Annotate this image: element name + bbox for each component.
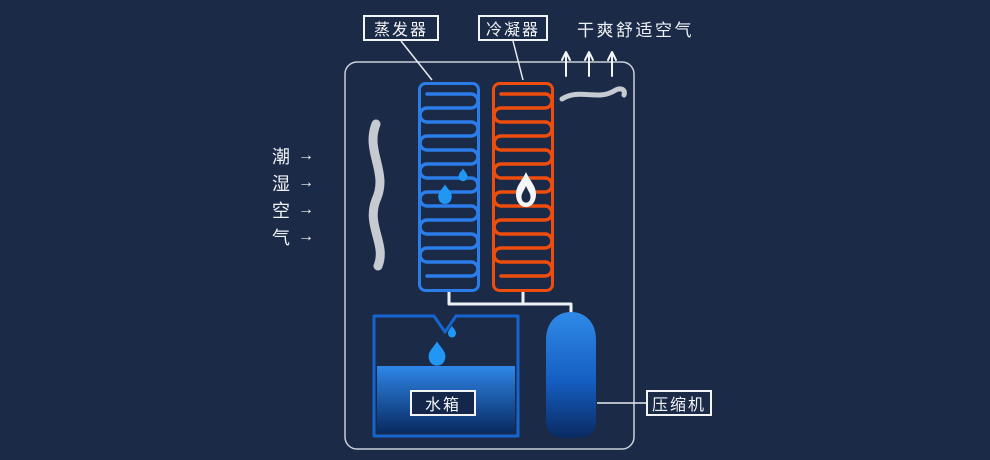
humid-air-char: 空 [272, 200, 290, 221]
humid-air-char: 气 [272, 227, 290, 248]
evaporator-coil-frame [418, 82, 480, 292]
exhaust-arrow-icon [584, 51, 594, 77]
evaporator-leader-line [400, 40, 433, 81]
water-droplet-icon [448, 326, 456, 338]
water-tank-outline [372, 314, 520, 438]
humid-air-char: 潮 [272, 146, 290, 167]
dry-air-label: 干爽舒适空气 [577, 21, 694, 40]
water-tank-label: 水箱 [410, 390, 476, 416]
right-arrow-icon: → [298, 227, 314, 245]
water-droplet-icon [428, 341, 446, 366]
evaporator-label: 蒸发器 [363, 15, 439, 41]
compressor-body [546, 312, 596, 438]
humid-air-char: 湿 [272, 173, 290, 194]
condenser-label: 冷凝器 [478, 15, 548, 41]
right-arrow-icon: → [298, 173, 314, 191]
refrigerant-pipe [447, 290, 573, 318]
compressor-label: 压缩机 [646, 390, 712, 416]
condenser-leader-line [512, 40, 524, 81]
exhaust-arrow-icon [561, 51, 571, 77]
exhaust-arrow-icons [561, 51, 617, 77]
machine-outline [344, 61, 635, 450]
humid-air-row: 潮 → [272, 142, 314, 169]
exhaust-arrow-icon [607, 51, 617, 77]
fan-blade-icon [368, 119, 385, 271]
humid-air-row: 湿 → [272, 169, 314, 196]
condenser-coil [492, 82, 554, 292]
humid-air-row: 气 → [272, 223, 314, 250]
exhaust-swoosh-icon [559, 86, 627, 102]
right-arrow-icon: → [298, 146, 314, 164]
flame-inner [521, 186, 531, 203]
humid-air-label: 潮 → 湿 → 空 → 气 → [272, 142, 314, 250]
water-droplet-icon [438, 184, 452, 205]
right-arrow-icon: → [298, 200, 314, 218]
evaporator-coil-serpentine [418, 92, 480, 278]
flame-icon [516, 172, 536, 207]
water-droplet-icon [458, 168, 468, 182]
condenser-coil-serpentine [492, 92, 554, 278]
humid-air-row: 空 → [272, 196, 314, 223]
evaporator-coil [418, 82, 480, 292]
